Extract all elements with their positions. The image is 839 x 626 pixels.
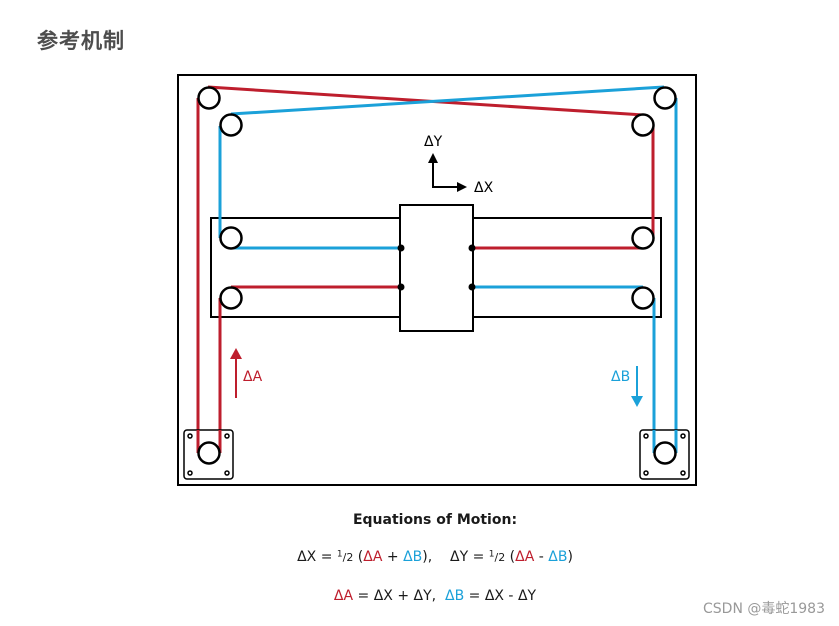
page-heading: 参考机制 (37, 29, 125, 53)
eq-delta-a: ΔA (363, 549, 383, 565)
equation-line-1: ΔX = 1/2 (ΔA + ΔB), ΔY = 1/2 (ΔA - ΔB) (297, 549, 573, 565)
watermark: CSDN @毒蛇1983 (703, 601, 825, 617)
equations-title: Equations of Motion: (352, 512, 518, 528)
eq-half-1: 1/2 (336, 549, 354, 564)
pulleys (197, 86, 677, 465)
eq-delta-b-2: ΔB (548, 549, 568, 565)
delta-a-label: ΔA (243, 369, 263, 385)
delta-b-label: ΔB (611, 369, 630, 385)
eq-dy-lhs: ΔY = (450, 549, 489, 565)
pulley-top-left-outer (197, 86, 221, 110)
pulley-gantry-right-top (631, 226, 655, 250)
belt-clamps (397, 244, 476, 291)
delta-b-arrow (631, 366, 643, 407)
delta-a-arrow (230, 348, 242, 398)
pulley-motor-a (197, 441, 221, 465)
eq2-delta-b: ΔB (445, 588, 465, 604)
eq-dx-lhs: ΔX = (297, 549, 337, 565)
pulley-gantry-left-top (219, 226, 243, 250)
outer-frame (177, 74, 697, 486)
axis-arrows (428, 153, 467, 192)
pulley-gantry-right-bottom (631, 286, 655, 310)
eq-half-2: 1/2 (488, 549, 506, 564)
pulley-top-right-inner (631, 113, 655, 137)
pulley-top-left-inner (219, 113, 243, 137)
pulley-gantry-left-bottom (219, 286, 243, 310)
equation-line-2: ΔA = ΔX + ΔY, ΔB = ΔX - ΔY (333, 588, 537, 604)
pulley-motor-b (653, 441, 677, 465)
dx-label: ΔX (474, 180, 494, 196)
eq2-delta-a: ΔA (333, 588, 354, 604)
belt-b (218, 85, 678, 453)
dy-label: ΔY (424, 134, 443, 150)
carriage (399, 204, 474, 332)
pulley-top-right-outer (653, 86, 677, 110)
eq-delta-b: ΔB (403, 549, 423, 565)
eq-delta-a-2: ΔA (515, 549, 535, 565)
